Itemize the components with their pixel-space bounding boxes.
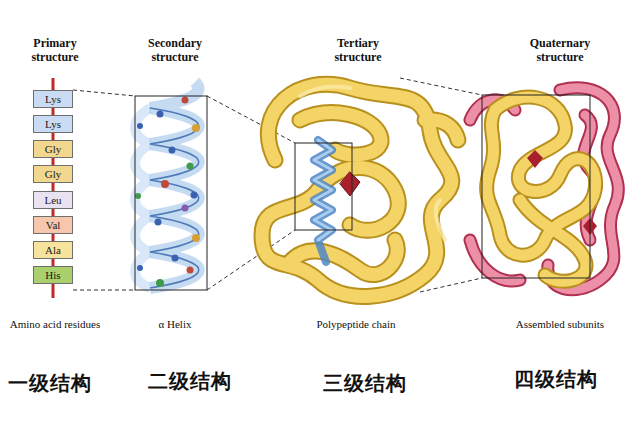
- tertiary-frame: [295, 143, 352, 230]
- residue-name: Ala: [45, 245, 61, 256]
- amino-acid-box: His: [33, 266, 73, 284]
- residue-name: Leu: [44, 195, 61, 206]
- chain-line: [52, 78, 55, 298]
- helix-frame: [135, 96, 207, 290]
- quaternary-frame: [482, 95, 590, 278]
- caption-label: α Helix: [159, 318, 192, 330]
- caption-label: Amino acid residues: [10, 318, 100, 330]
- residue-name: Gly: [45, 169, 62, 180]
- amino-acid-box: Val: [33, 216, 73, 234]
- chinese-level-label: 二级结构: [148, 368, 232, 395]
- amino-acid-box: Lys: [33, 115, 73, 133]
- section-heading: Tertiary structure: [318, 36, 398, 65]
- tertiary-fold: [262, 84, 458, 296]
- residue-name: Lys: [45, 119, 61, 130]
- chinese-level-label: 三级结构: [323, 370, 407, 397]
- residue-name: Gly: [45, 144, 62, 155]
- residue-name: His: [45, 270, 60, 281]
- section-heading: Primary structure: [15, 36, 95, 65]
- caption-label: Polypeptide chain: [316, 318, 395, 330]
- section-heading: Secondary structure: [130, 36, 220, 65]
- amino-acid-box: Leu: [33, 191, 73, 209]
- section-heading: Quaternary structure: [515, 36, 605, 65]
- amino-acid-box: Gly: [33, 140, 73, 158]
- chinese-level-label: 一级结构: [8, 370, 92, 397]
- amino-acid-box: Lys: [33, 90, 73, 108]
- quaternary-assembly: [470, 88, 618, 290]
- chinese-level-label: 四级结构: [514, 366, 598, 393]
- amino-acid-box: Ala: [33, 241, 73, 259]
- caption-label: Assembled subunits: [516, 318, 604, 330]
- alpha-helix: [135, 82, 200, 288]
- amino-acid-box: Gly: [33, 165, 73, 183]
- residue-name: Val: [46, 220, 61, 231]
- residue-name: Lys: [45, 94, 61, 105]
